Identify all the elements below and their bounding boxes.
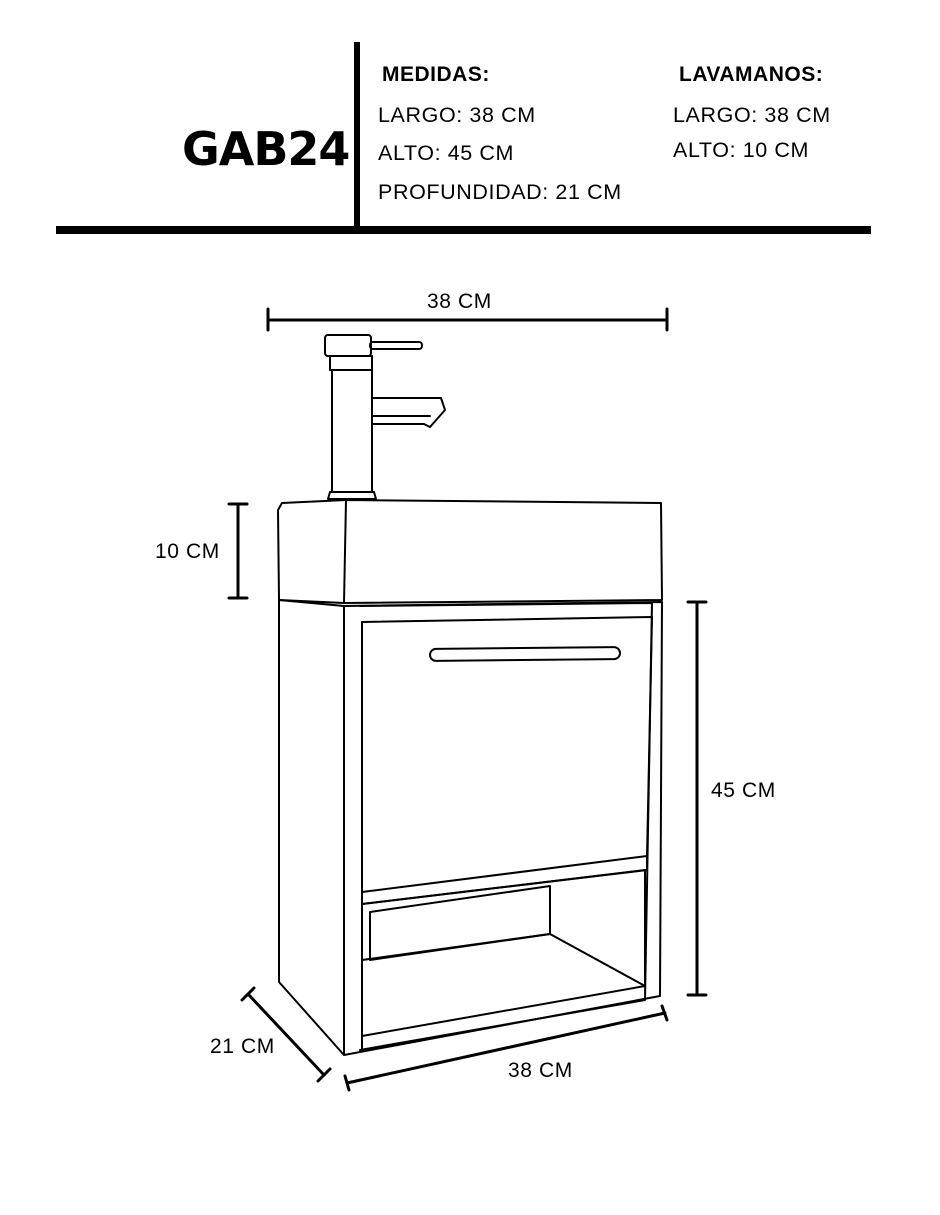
basin [277,499,663,604]
open-shelf [361,869,646,1051]
medidas-largo: LARGO: 38 CM [378,103,536,127]
lavamanos-largo: LARGO: 38 CM [673,103,831,127]
dim-basin-height-line [227,502,249,600]
dim-basin-height-label: 10 CM [155,540,220,563]
dim-bottom-width-label: 38 CM [508,1059,573,1082]
lavamanos-title: LAVAMANOS: [679,63,824,86]
lavamanos-alto: ALTO: 10 CM [673,138,810,162]
dim-depth-line [240,986,332,1083]
medidas-title: MEDIDAS: [382,63,490,86]
dim-top-width-line [266,307,669,332]
medidas-alto: ALTO: 45 CM [378,141,515,165]
cabinet [278,599,663,1056]
dim-bottom-width-line [343,1004,669,1092]
medidas-profundidad: PROFUNDIDAD: 21 CM [378,180,622,204]
dim-top-width-label: 38 CM [427,290,492,313]
dim-depth-label: 21 CM [210,1035,275,1058]
faucet [324,334,446,500]
dim-cabinet-height-label: 45 CM [711,779,776,802]
header-horizontal-divider [56,226,871,234]
dim-cabinet-height-line [686,600,708,997]
header-vertical-divider [354,42,360,228]
cabinet-door [361,616,653,905]
model-code: GAB24 [182,122,350,176]
